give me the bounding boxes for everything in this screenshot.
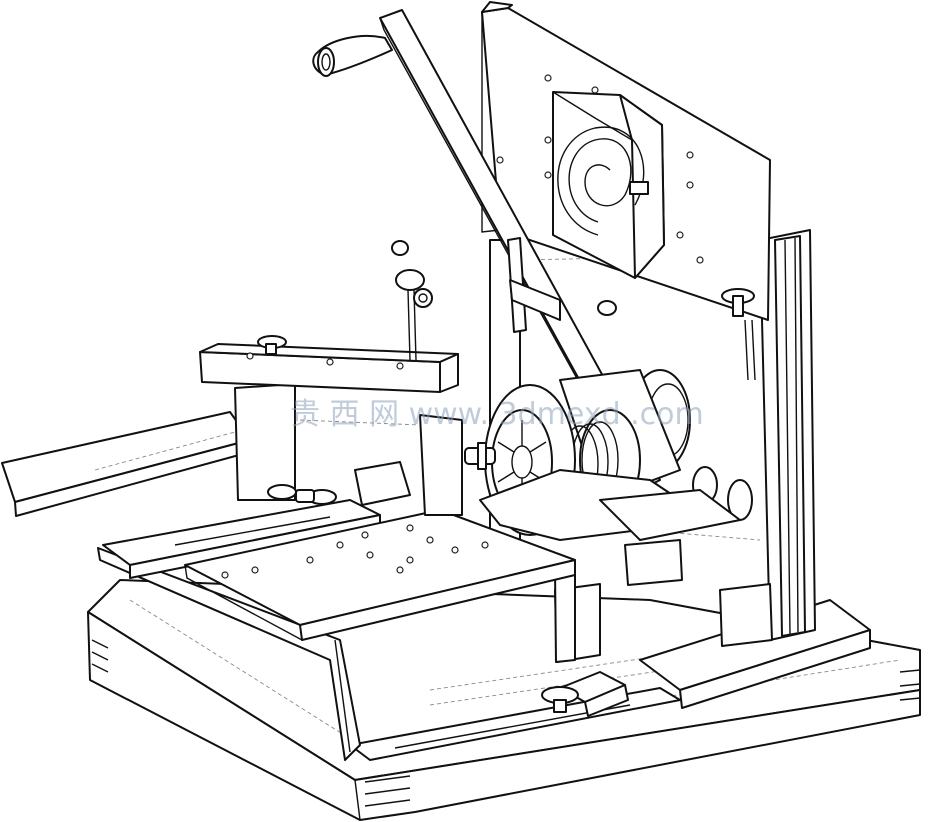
table-wing-nuts [257,335,579,713]
spiral-block [552,91,665,279]
left-side-bracket [507,237,561,333]
left-wing-table [1,411,251,517]
hold-down-rod [391,240,433,361]
watermark-text: 贵 西 网 www. 3dmexd .com [290,397,704,432]
bottom-slide-rail [349,671,681,761]
clamp-fence [199,343,463,516]
plate-knob [597,300,617,316]
table-frame [97,547,576,761]
back-frame [489,229,816,647]
sliding-table [184,509,576,641]
motor-assembly [464,369,753,541]
frame-wing-nut [721,288,756,381]
lever-handle [312,34,393,77]
front-slide-plate [102,499,381,579]
